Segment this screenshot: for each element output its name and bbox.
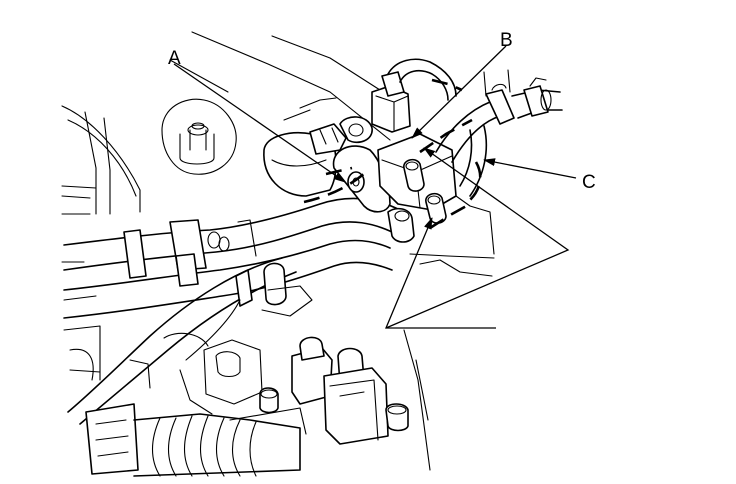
corrugated-boot bbox=[85, 403, 301, 477]
bulkhead-lines bbox=[403, 195, 495, 471]
lower-components bbox=[163, 332, 409, 445]
leader-c bbox=[483, 158, 577, 179]
callout-leaders bbox=[173, 45, 577, 329]
electrical-connector bbox=[371, 58, 457, 133]
bolt-boss bbox=[161, 98, 237, 175]
leader-unlabeled-2 bbox=[385, 147, 570, 329]
component-bracket bbox=[263, 116, 391, 213]
vacuum-hose bbox=[435, 69, 563, 197]
leader-a bbox=[173, 63, 346, 183]
wire-harness bbox=[67, 257, 313, 425]
valve-assembly bbox=[377, 133, 457, 243]
callout-c: C bbox=[582, 172, 596, 193]
main-hose-bundle bbox=[63, 197, 401, 319]
dashed-routing bbox=[303, 78, 482, 230]
callout-b: B bbox=[500, 30, 513, 51]
leader-b bbox=[411, 45, 507, 139]
engine-block-left bbox=[61, 105, 141, 381]
callout-a: A bbox=[168, 48, 181, 69]
body-panel-lines bbox=[169, 31, 391, 141]
